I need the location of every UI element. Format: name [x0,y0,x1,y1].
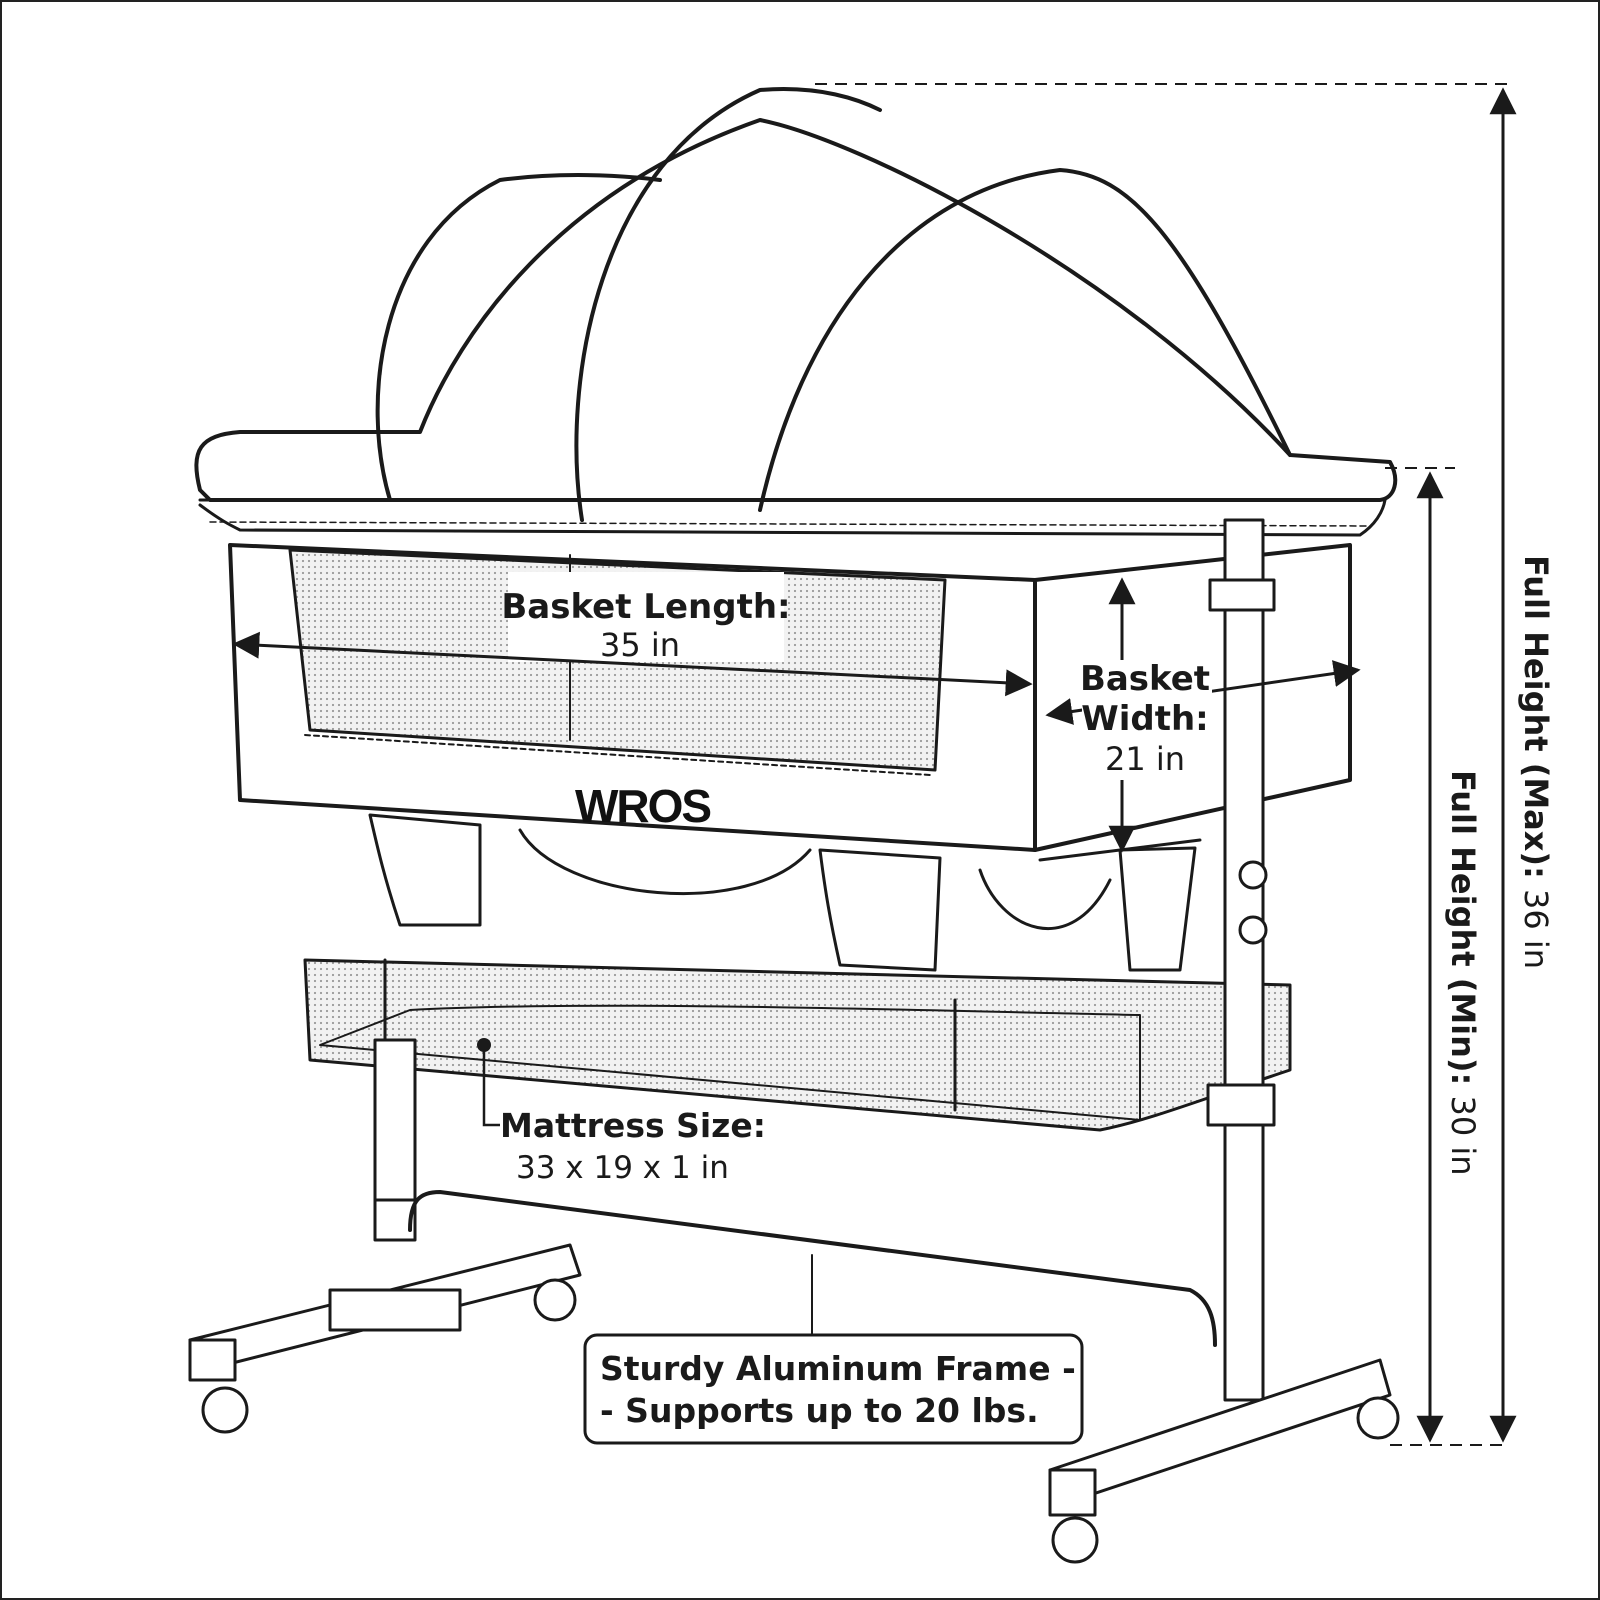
caster-left-back [533,1278,577,1322]
canopy-brim [198,498,1387,537]
right-base [1048,1358,1392,1507]
caster-right-front [1051,1516,1099,1564]
height-max-label: Full Height (Max): 36 in [1517,555,1555,969]
basket-length-dimension: Basket Length: 35 in [232,572,1033,697]
caster-right-back [1356,1396,1400,1440]
left-leg-post [373,1038,417,1242]
height-knob-2 [1238,915,1268,945]
height-dimensions [815,83,1517,1446]
mattress-title: Mattress Size: [500,1106,766,1145]
mattress-value: 33 x 19 x 1 in [516,1150,729,1186]
caster-left-front [201,1386,249,1434]
frame-line-2: - Supports up to 20 lbs. [600,1391,1039,1430]
height-knob-1 [1238,860,1268,890]
storage-pocket-2 [818,848,942,972]
height-min-label: Full Height (Min): 30 in [1444,770,1482,1176]
hanging-net-2 [978,868,1112,931]
basket-width-title-2: Width: [1081,699,1209,739]
leg-clamp-lower [1206,1083,1276,1127]
canopy-hoop-back [758,168,1292,512]
basket-length-title: Basket Length: [501,587,790,627]
right-foot-cap [1048,1468,1097,1517]
left-foot-cap [188,1338,237,1382]
brake-pedal [328,1288,462,1332]
right-leg-post [1223,518,1265,1402]
frame-callout: Sturdy Aluminum Frame - - Supports up to… [583,1333,1084,1445]
canopy-hoop-middle [574,87,882,522]
basket-width-dimension: Basket Width: 21 in [1045,577,1361,853]
hanging-net-1 [518,828,812,895]
basket-length-value: 35 in [600,626,680,664]
leg-clamp-upper [1208,578,1276,612]
mattress-callout: Mattress Size: 33 x 19 x 1 in [477,1038,766,1186]
frame-line-1: Sturdy Aluminum Frame - [600,1349,1076,1388]
support-bar [408,1190,1217,1347]
brand-logo: WROS [575,780,710,832]
canopy-hoop-front [375,173,662,502]
mattress-board [319,1004,1141,1121]
storage-pocket-3 [1118,846,1197,972]
basket-width-title-1: Basket [1080,659,1210,699]
storage-pocket-1 [368,813,482,927]
basket-width-value: 21 in [1105,740,1185,778]
